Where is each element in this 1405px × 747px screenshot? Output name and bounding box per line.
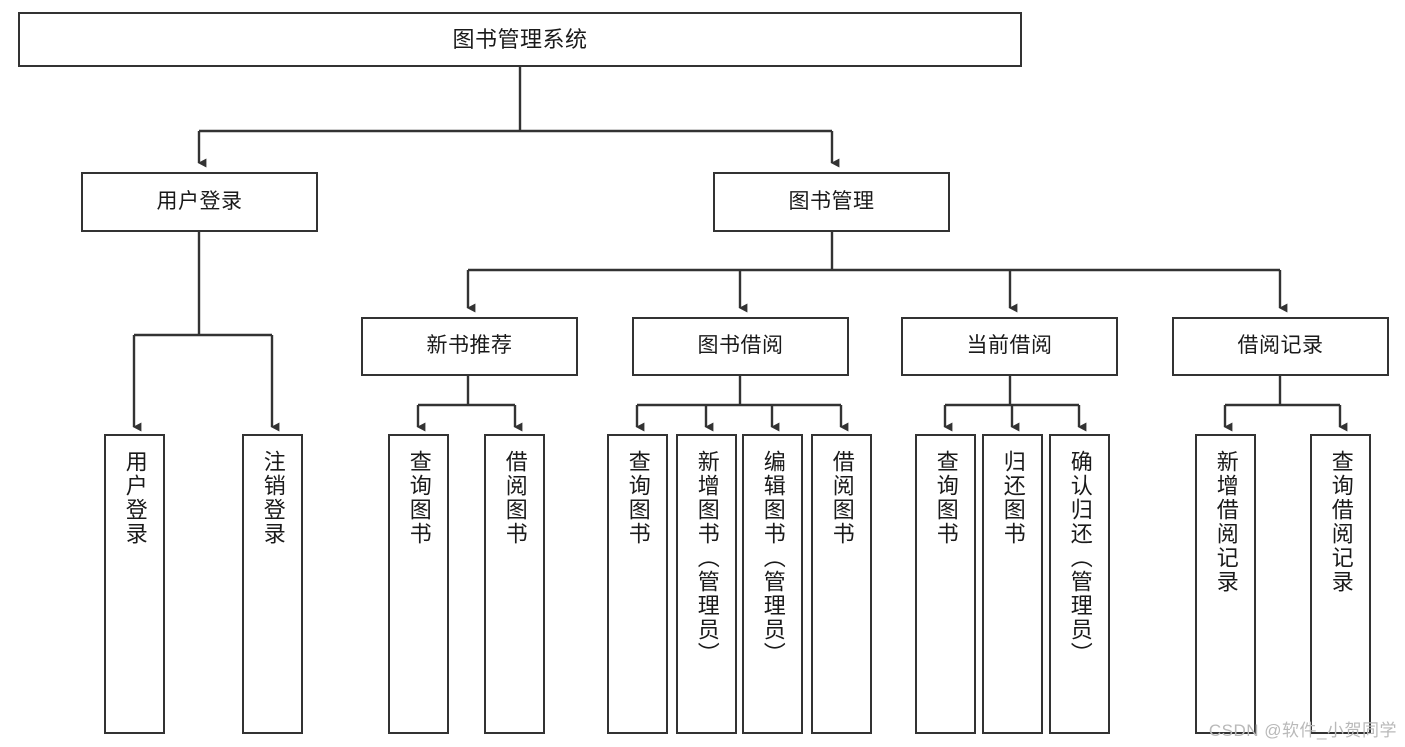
- node-label: 编辑图书（管理员）: [760, 450, 786, 666]
- node-borrow-record[interactable]: 借阅记录: [1172, 317, 1389, 376]
- node-label: 借阅图书: [502, 450, 528, 546]
- node-label: 图书管理系统: [452, 26, 588, 52]
- leaf-book-borrow-borrow[interactable]: 借阅图书: [811, 434, 872, 734]
- node-label: 用户登录: [122, 450, 148, 546]
- node-book-management[interactable]: 图书管理: [713, 172, 950, 232]
- leaf-user-login-logout[interactable]: 注销登录: [242, 434, 303, 734]
- leaf-user-login-login[interactable]: 用户登录: [104, 434, 165, 734]
- node-label: 当前借阅: [966, 334, 1053, 358]
- node-label: 确认归还（管理员）: [1067, 450, 1093, 666]
- leaf-new-book-borrow[interactable]: 借阅图书: [484, 434, 545, 734]
- watermark-text: CSDN @软件_小贺同学: [1208, 721, 1397, 740]
- leaf-current-borrow-confirm-return[interactable]: 确认归还（管理员）: [1049, 434, 1110, 734]
- leaf-book-borrow-query[interactable]: 查询图书: [607, 434, 668, 734]
- leaf-book-borrow-edit[interactable]: 编辑图书（管理员）: [742, 434, 803, 734]
- node-label: 归还图书: [1000, 450, 1026, 546]
- node-label: 新增图书（管理员）: [694, 450, 720, 666]
- node-root-library-system[interactable]: 图书管理系统: [18, 12, 1022, 67]
- node-label: 借阅图书: [829, 450, 855, 546]
- node-label: 查询图书: [406, 450, 432, 546]
- leaf-borrow-record-add[interactable]: 新增借阅记录: [1195, 434, 1256, 734]
- node-label: 查询图书: [625, 450, 651, 546]
- node-new-book-recommend[interactable]: 新书推荐: [361, 317, 578, 376]
- leaf-borrow-record-query[interactable]: 查询借阅记录: [1310, 434, 1371, 734]
- node-label: 图书管理: [788, 189, 875, 213]
- leaf-book-borrow-add[interactable]: 新增图书（管理员）: [676, 434, 737, 734]
- node-label: 图书借阅: [697, 334, 784, 358]
- node-label: 查询图书: [933, 450, 959, 546]
- node-label: 新书推荐: [426, 334, 513, 358]
- node-label: 用户登录: [156, 189, 243, 213]
- leaf-current-borrow-return[interactable]: 归还图书: [982, 434, 1043, 734]
- node-label: 查询借阅记录: [1328, 450, 1354, 594]
- leaf-new-book-query[interactable]: 查询图书: [388, 434, 449, 734]
- node-current-borrow[interactable]: 当前借阅: [901, 317, 1118, 376]
- node-label: 新增借阅记录: [1213, 450, 1239, 594]
- node-book-borrow[interactable]: 图书借阅: [632, 317, 849, 376]
- leaf-current-borrow-query[interactable]: 查询图书: [915, 434, 976, 734]
- node-label: 借阅记录: [1237, 334, 1324, 358]
- node-label: 注销登录: [260, 450, 286, 546]
- node-user-login[interactable]: 用户登录: [81, 172, 318, 232]
